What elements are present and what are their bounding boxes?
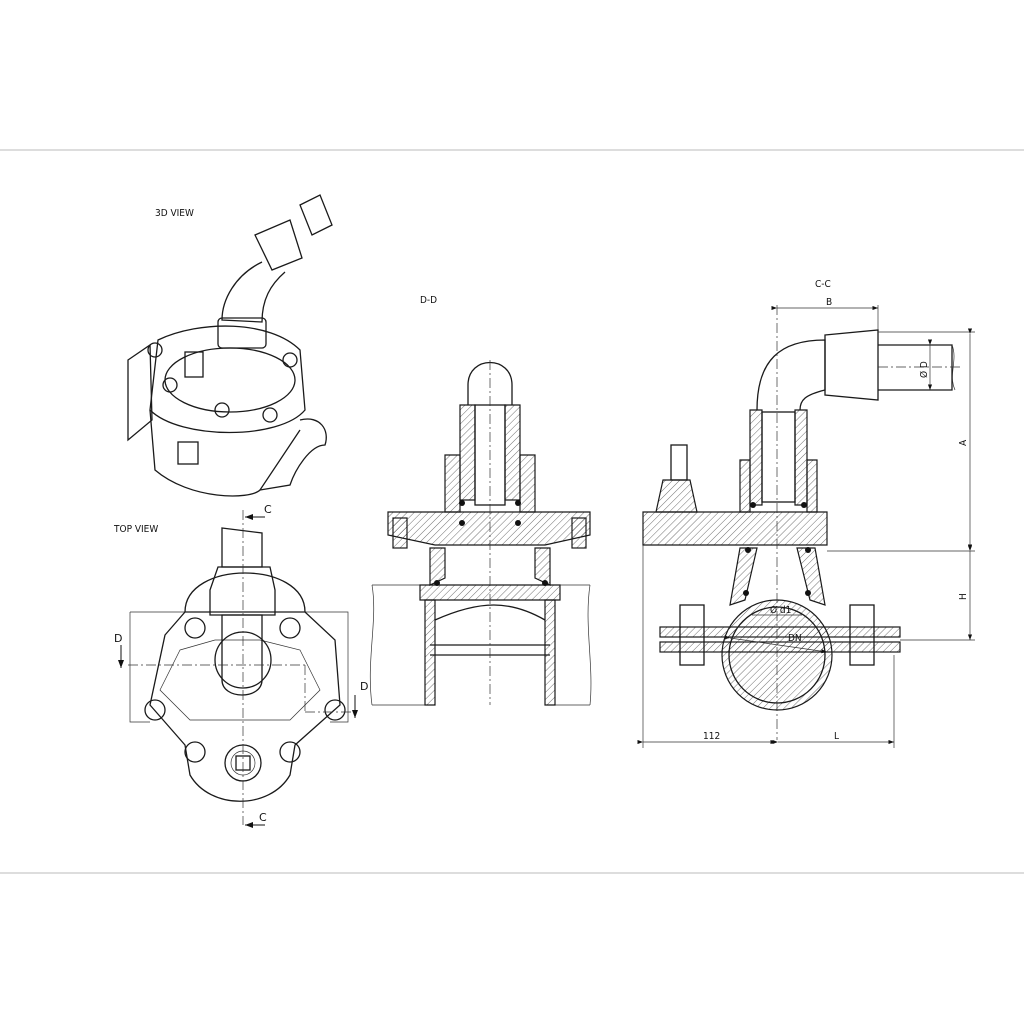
view-label-cc: C-C: [815, 279, 831, 290]
view-label-top: TOP VIEW: [113, 524, 158, 535]
section-marker-d-left: D: [114, 632, 122, 645]
section-marker-c-bottom: C: [259, 811, 267, 824]
section-marker-d-right: D: [360, 680, 368, 693]
drawing-frame: [0, 149, 1024, 874]
dimension-d: Ø D: [918, 361, 930, 378]
view-label-3d: 3D VIEW: [155, 208, 194, 219]
dimension-l: L: [834, 731, 839, 742]
top-view: TOP VIEW C C D D: [113, 503, 368, 828]
view-label-dd: D-D: [420, 295, 437, 306]
dimension-b: B: [826, 297, 832, 308]
dimension-h: H: [958, 593, 969, 600]
dimension-112: 112: [703, 731, 720, 742]
3d-view: 3D VIEW: [127, 194, 333, 497]
section-c-c: C-C: [637, 279, 975, 748]
section-d-d: D-D: [369, 295, 592, 706]
dimension-lines: [637, 305, 975, 748]
section-marker-c-top: C: [264, 503, 272, 516]
dimension-dn: DN: [788, 633, 802, 644]
dimension-a: A: [958, 439, 969, 446]
dimension-d1: Ø d1: [770, 604, 791, 616]
